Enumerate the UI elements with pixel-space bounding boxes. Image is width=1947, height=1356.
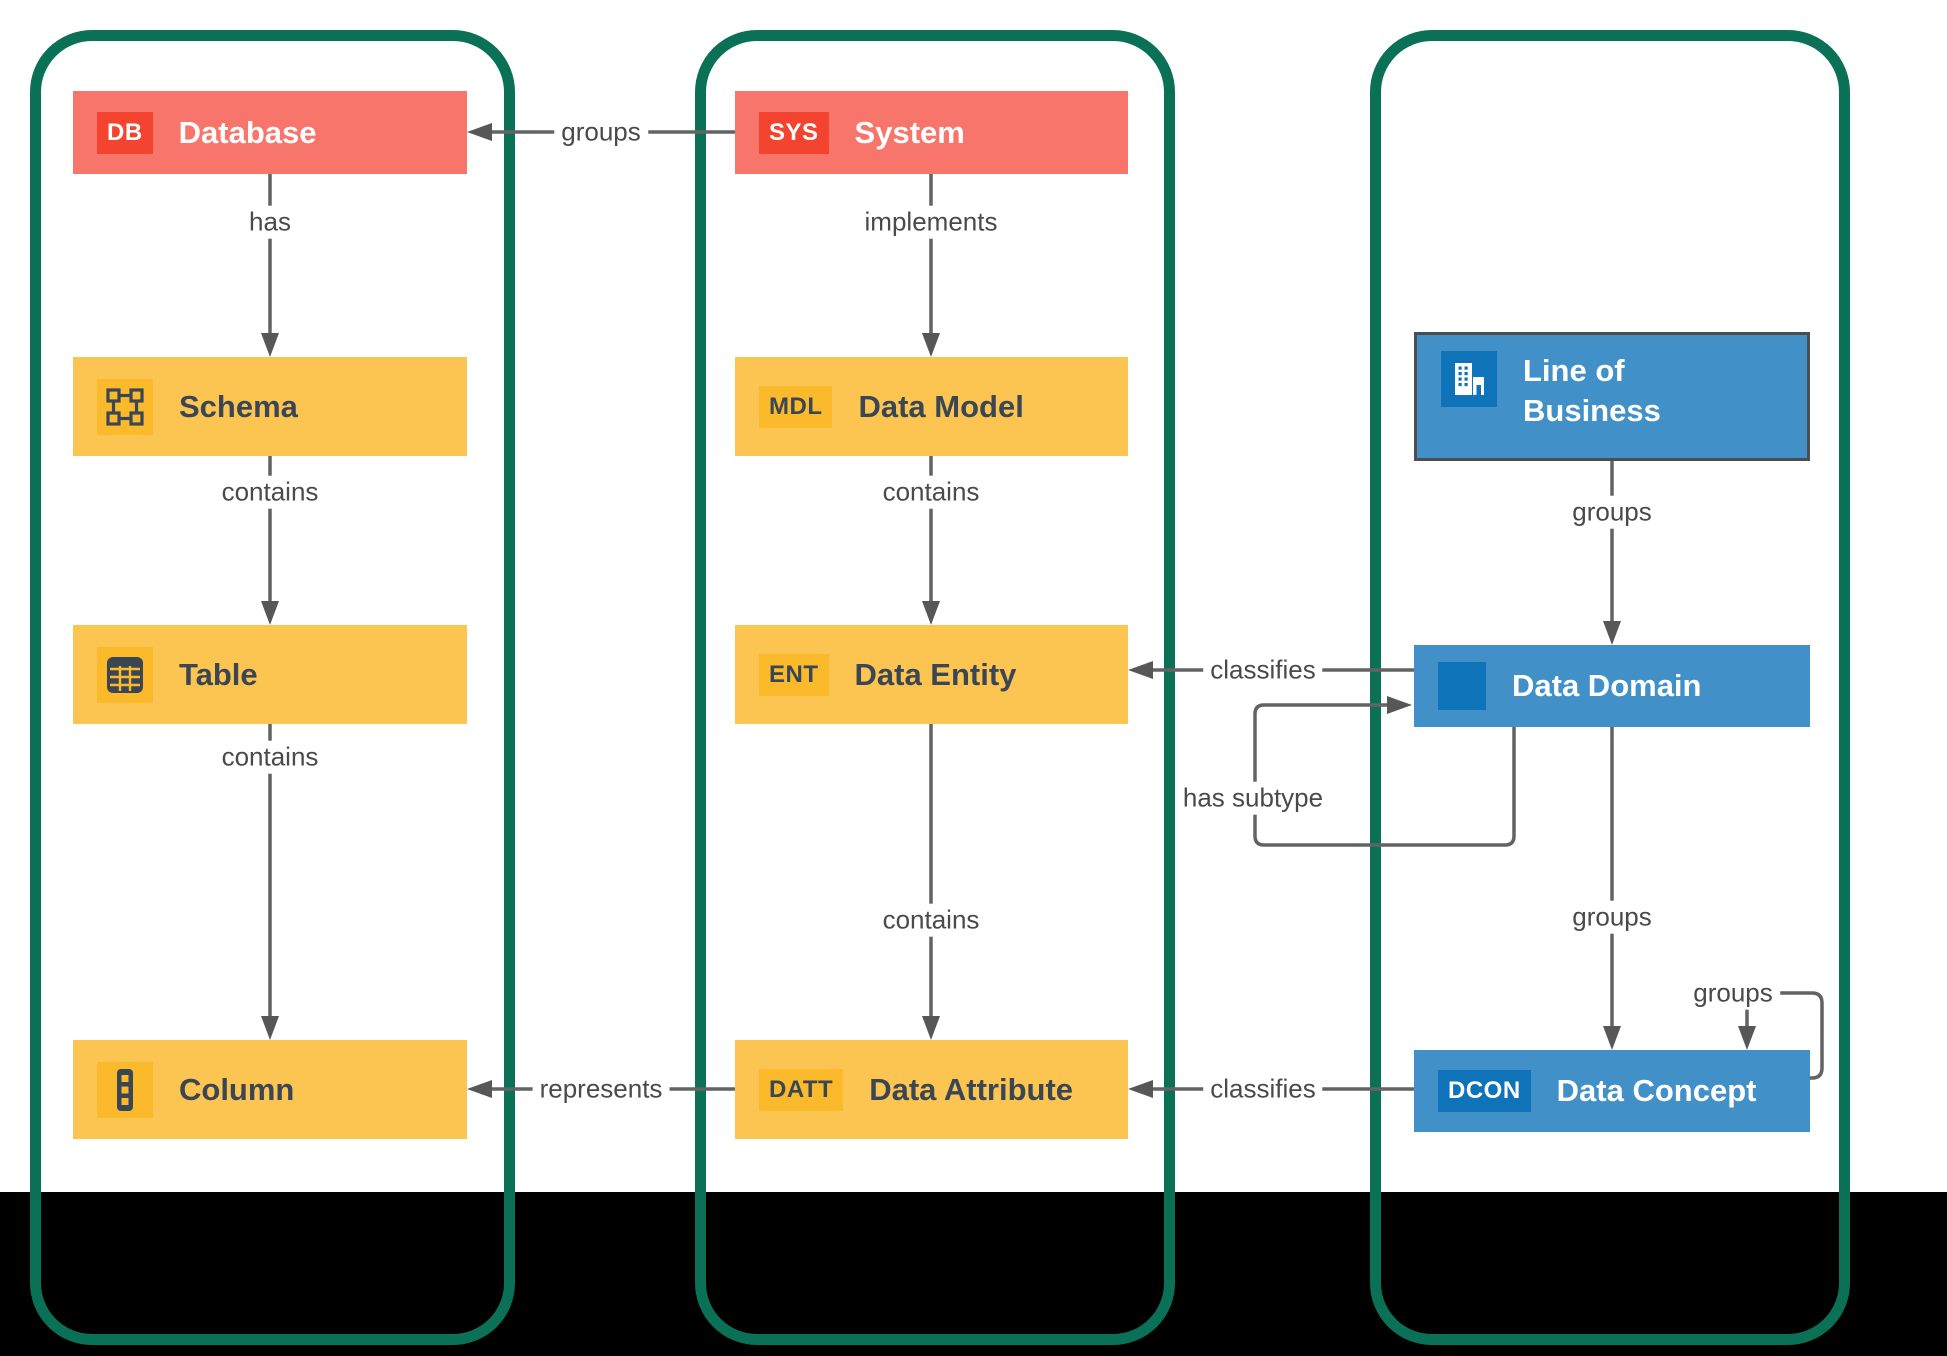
group-outline-logical-data <box>695 30 1175 1345</box>
node-data-attribute-label: Data Attribute <box>869 1071 1074 1107</box>
node-data-concept-label: Data Concept <box>1556 1073 1757 1108</box>
data-concept-badge: DCON <box>1438 1070 1531 1112</box>
node-table[interactable]: Table <box>73 625 467 724</box>
node-data-model[interactable]: MDL Data Model <box>735 357 1128 456</box>
node-line-of-business[interactable]: Line of Business <box>1414 332 1810 461</box>
schema-network-icon <box>97 378 153 435</box>
node-database[interactable]: DB Database <box>73 91 467 174</box>
edge-label-classifies: classifies <box>1203 1072 1323 1106</box>
node-schema[interactable]: Schema <box>73 357 467 456</box>
node-data-concept[interactable]: DCON Data Concept <box>1414 1050 1810 1132</box>
node-system[interactable]: SYS System <box>735 91 1128 174</box>
edge-label-contains: contains <box>875 475 987 509</box>
node-table-label: Table <box>179 656 258 692</box>
edge-label-contains: contains <box>214 740 326 774</box>
table-grid-icon <box>97 646 153 703</box>
edge-label-has: has <box>242 205 298 239</box>
column-bar-icon <box>97 1061 153 1118</box>
buildings-icon <box>1441 351 1497 407</box>
solid-square-icon <box>1438 662 1486 710</box>
bottom-black-band <box>0 1192 1947 1356</box>
database-badge: DB <box>97 111 153 154</box>
node-schema-label: Schema <box>179 388 298 424</box>
node-column-label: Column <box>179 1071 295 1107</box>
node-data-model-label: Data Model <box>858 388 1024 424</box>
edge-label-contains: contains <box>875 903 987 937</box>
system-badge: SYS <box>759 111 829 154</box>
edge-label-groups: groups <box>554 115 648 149</box>
node-data-domain[interactable]: Data Domain <box>1414 645 1810 727</box>
node-database-label: Database <box>178 114 317 150</box>
edge-label-groups: groups <box>1565 900 1659 934</box>
node-data-entity-label: Data Entity <box>854 656 1017 692</box>
edge-label-groups: groups <box>1565 495 1659 529</box>
edge-label-has-subtype: has subtype <box>1175 781 1331 815</box>
data-entity-badge: ENT <box>759 653 829 696</box>
node-data-attribute[interactable]: DATT Data Attribute <box>735 1040 1128 1139</box>
data-attribute-badge: DATT <box>759 1068 844 1111</box>
edge-label-implements: implements <box>857 205 1005 239</box>
edge-label-contains: contains <box>214 475 326 509</box>
node-data-domain-label: Data Domain <box>1512 668 1702 703</box>
node-column[interactable]: Column <box>73 1040 467 1139</box>
group-outline-business-data <box>1370 30 1850 1345</box>
group-outline-physical-data <box>30 30 515 1345</box>
edge-label-represents: represents <box>532 1072 670 1106</box>
node-system-label: System <box>854 114 965 150</box>
data-model-badge: MDL <box>759 385 833 428</box>
node-data-entity[interactable]: ENT Data Entity <box>735 625 1128 724</box>
node-line-of-business-label: Line of Business <box>1523 353 1661 429</box>
edge-label-classifies: classifies <box>1203 653 1323 687</box>
edge-label-groups: groups <box>1686 976 1780 1010</box>
